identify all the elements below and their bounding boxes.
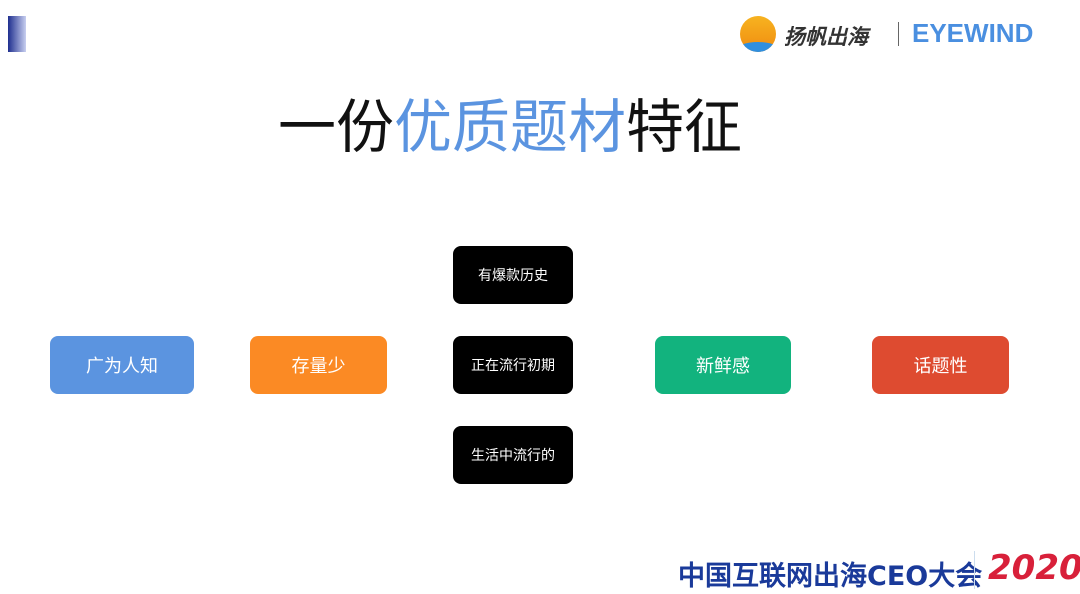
slide-title: 一份优质题材特征 — [0, 80, 1020, 164]
title-pre: 一份 — [277, 93, 394, 161]
box-widely-known: 广为人知 — [50, 336, 194, 394]
conference-year-logo: 2020 — [988, 548, 1080, 588]
eyewind-logo-icon — [740, 16, 776, 52]
title-highlight: 优质题材 — [393, 93, 626, 161]
logo-divider — [898, 22, 899, 46]
title-post: 特征 — [626, 93, 743, 161]
box-life-trend: 生活中流行的 — [453, 426, 573, 484]
footer-divider — [974, 551, 975, 589]
box-early-trend: 正在流行初期 — [453, 336, 573, 394]
box-hit-history: 有爆款历史 — [453, 246, 573, 304]
box-freshness: 新鲜感 — [655, 336, 791, 394]
corner-decoration — [8, 16, 26, 52]
box-low-stock: 存量少 — [250, 336, 387, 394]
box-topicality: 话题性 — [872, 336, 1009, 394]
logo-en: EYEWIND — [912, 18, 1034, 48]
logo-cn: 扬帆出海 — [784, 25, 868, 49]
conference-name: 中国互联网出海CEO大会 — [678, 561, 983, 592]
